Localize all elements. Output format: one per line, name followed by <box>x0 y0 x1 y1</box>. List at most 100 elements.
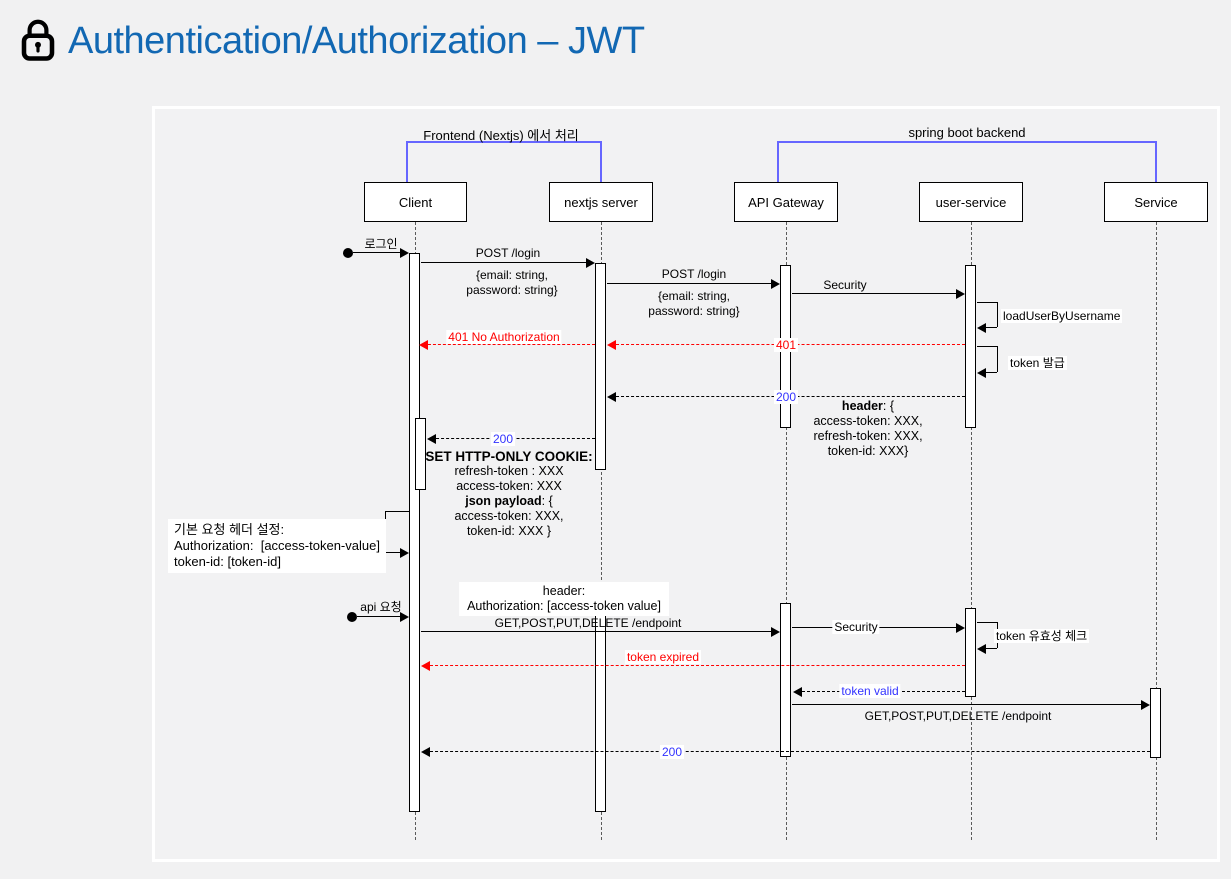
default-headers-line1: 기본 요청 헤더 설정: <box>174 522 285 537</box>
load-user-loop-side <box>997 302 998 327</box>
participant-user-service: user-service <box>919 182 1023 222</box>
post-login-1-arrowhead <box>586 258 595 268</box>
status-200-final-arrowhead <box>421 747 430 757</box>
token-issue-loop-top <box>977 346 997 347</box>
status-401-label: 401 <box>773 338 799 352</box>
diagram-panel <box>152 106 1220 862</box>
activation-gateway-2 <box>780 603 791 757</box>
api-trigger-line <box>357 616 400 617</box>
default-headers-arrowhead <box>400 548 409 558</box>
get-endpoint-2-line <box>792 704 1141 705</box>
token-check-loop-top <box>977 622 997 623</box>
response-header-bold: header <box>841 399 883 413</box>
security-2-arrowhead <box>956 623 965 633</box>
api-trigger-label: api 요청 <box>360 600 402 614</box>
token-expired-label: token expired <box>624 650 702 664</box>
login-trigger-label: 로그인 <box>364 237 398 251</box>
response-header-line3: token-id: XXX} <box>827 444 909 458</box>
activation-service <box>1150 688 1161 758</box>
status-200-final-line <box>425 751 1150 752</box>
participant-gateway: API Gateway <box>734 182 838 222</box>
set-cookie-line4: token-id: XXX } <box>466 524 552 538</box>
token-check-arrowhead <box>977 644 986 654</box>
page-title: Authentication/Authorization – JWT <box>68 20 645 62</box>
get-endpoint-2-label: GET,POST,PUT,DELETE /endpoint <box>864 709 1052 723</box>
backend-bracket-right <box>1155 141 1157 182</box>
status-200-final-label: 200 <box>659 745 685 759</box>
activation-client <box>409 253 420 812</box>
token-issue-arrowhead <box>977 368 986 378</box>
post-login-1-label: POST /login <box>475 246 541 260</box>
set-cookie-line3: access-token: XXX, <box>454 509 564 523</box>
status-401-no-auth-line <box>423 344 595 345</box>
token-issue-loop-side <box>997 346 998 372</box>
set-cookie-line1: refresh-token : XXX <box>454 464 564 478</box>
lifeline-user-service <box>971 222 972 840</box>
activation-user-service-2 <box>965 608 976 697</box>
participant-service: Service <box>1104 182 1208 222</box>
post-login-2-line <box>607 283 772 284</box>
request-header-note: header:Authorization: [access-token valu… <box>459 582 669 616</box>
token-valid-arrowhead <box>793 687 802 697</box>
status-401-no-auth-arrowhead <box>419 340 428 350</box>
post-login-2-arrowhead <box>771 279 780 289</box>
frontend-bracket-line <box>406 141 602 143</box>
status-401-arrowhead <box>607 340 616 350</box>
participant-gateway-label: API Gateway <box>748 194 824 210</box>
load-user-arrowhead <box>977 323 986 333</box>
participant-nextjs-label: nextjs server <box>564 194 638 210</box>
get-endpoint-1-label: GET,POST,PUT,DELETE /endpoint <box>494 616 682 630</box>
load-user-loop-top <box>977 302 997 303</box>
token-check-loop-bottom <box>983 648 997 649</box>
security-1-label: Security <box>823 278 867 292</box>
login-trigger-line <box>353 252 401 253</box>
frontend-group-label: Frontend (Nextjs) 에서 처리 <box>423 128 579 143</box>
post-login-1-body-line1: {email: string, <box>475 268 549 282</box>
response-header-rest: : { <box>882 399 895 413</box>
status-200-backend-label: 200 <box>773 390 799 404</box>
token-issue-loop-bottom <box>983 372 997 373</box>
backend-bracket-line <box>777 141 1157 143</box>
token-expired-arrowhead <box>421 661 430 671</box>
set-cookie-bold: json payload <box>465 494 542 508</box>
post-login-1-line <box>421 262 587 263</box>
participant-service-label: Service <box>1134 194 1178 210</box>
participant-client-label: Client <box>398 194 433 210</box>
frontend-bracket-right <box>600 141 602 182</box>
lock-icon <box>16 16 60 66</box>
get-endpoint-1-arrowhead <box>771 627 780 637</box>
participant-user-service-label: user-service <box>935 194 1007 210</box>
api-start-dot <box>347 612 357 622</box>
activation-nextjs-1 <box>595 263 606 470</box>
frontend-bracket-left <box>406 141 408 182</box>
token-valid-label: token valid <box>839 684 901 698</box>
default-headers-loop-top <box>385 511 409 512</box>
login-trigger-arrowhead <box>400 248 409 258</box>
activation-user-service-1 <box>965 265 976 428</box>
post-login-2-body-line1: {email: string, <box>657 289 731 303</box>
response-header-line2: refresh-token: XXX, <box>813 429 923 443</box>
load-user-loop-bottom <box>983 327 997 328</box>
default-headers-loop-bottom <box>385 552 400 553</box>
page-header: Authentication/Authorization – JWT <box>16 16 645 66</box>
set-cookie-note: SET HTTP-ONLY COOKIE:refresh-token : XXX… <box>425 449 592 539</box>
backend-group-label: spring boot backend <box>908 125 1026 140</box>
status-200-backend-arrowhead <box>607 392 616 402</box>
lifeline-gateway <box>786 222 787 840</box>
post-login-2-body-line2: password: string} <box>648 304 740 318</box>
response-header-note: header: {access-token: XXX,refresh-token… <box>813 399 922 459</box>
post-login-1-body-line2: password: string} <box>466 283 558 297</box>
post-login-2-label: POST /login <box>661 267 727 281</box>
status-200-frontend-arrowhead <box>427 434 436 444</box>
request-header-line1: header: <box>542 584 586 598</box>
lifeline-nextjs <box>601 222 602 840</box>
participant-client: Client <box>364 182 467 222</box>
load-user-label: loadUserByUsername <box>1001 309 1123 323</box>
login-start-dot <box>343 248 353 258</box>
default-headers-note: 기본 요청 헤더 설정:Authorization: [access-token… <box>168 519 386 573</box>
activation-client-nested <box>415 418 426 490</box>
activation-nextjs-2 <box>595 610 606 812</box>
set-cookie-title: SET HTTP-ONLY COOKIE: <box>425 449 593 464</box>
token-issue-label: token 발급 <box>1008 356 1067 370</box>
